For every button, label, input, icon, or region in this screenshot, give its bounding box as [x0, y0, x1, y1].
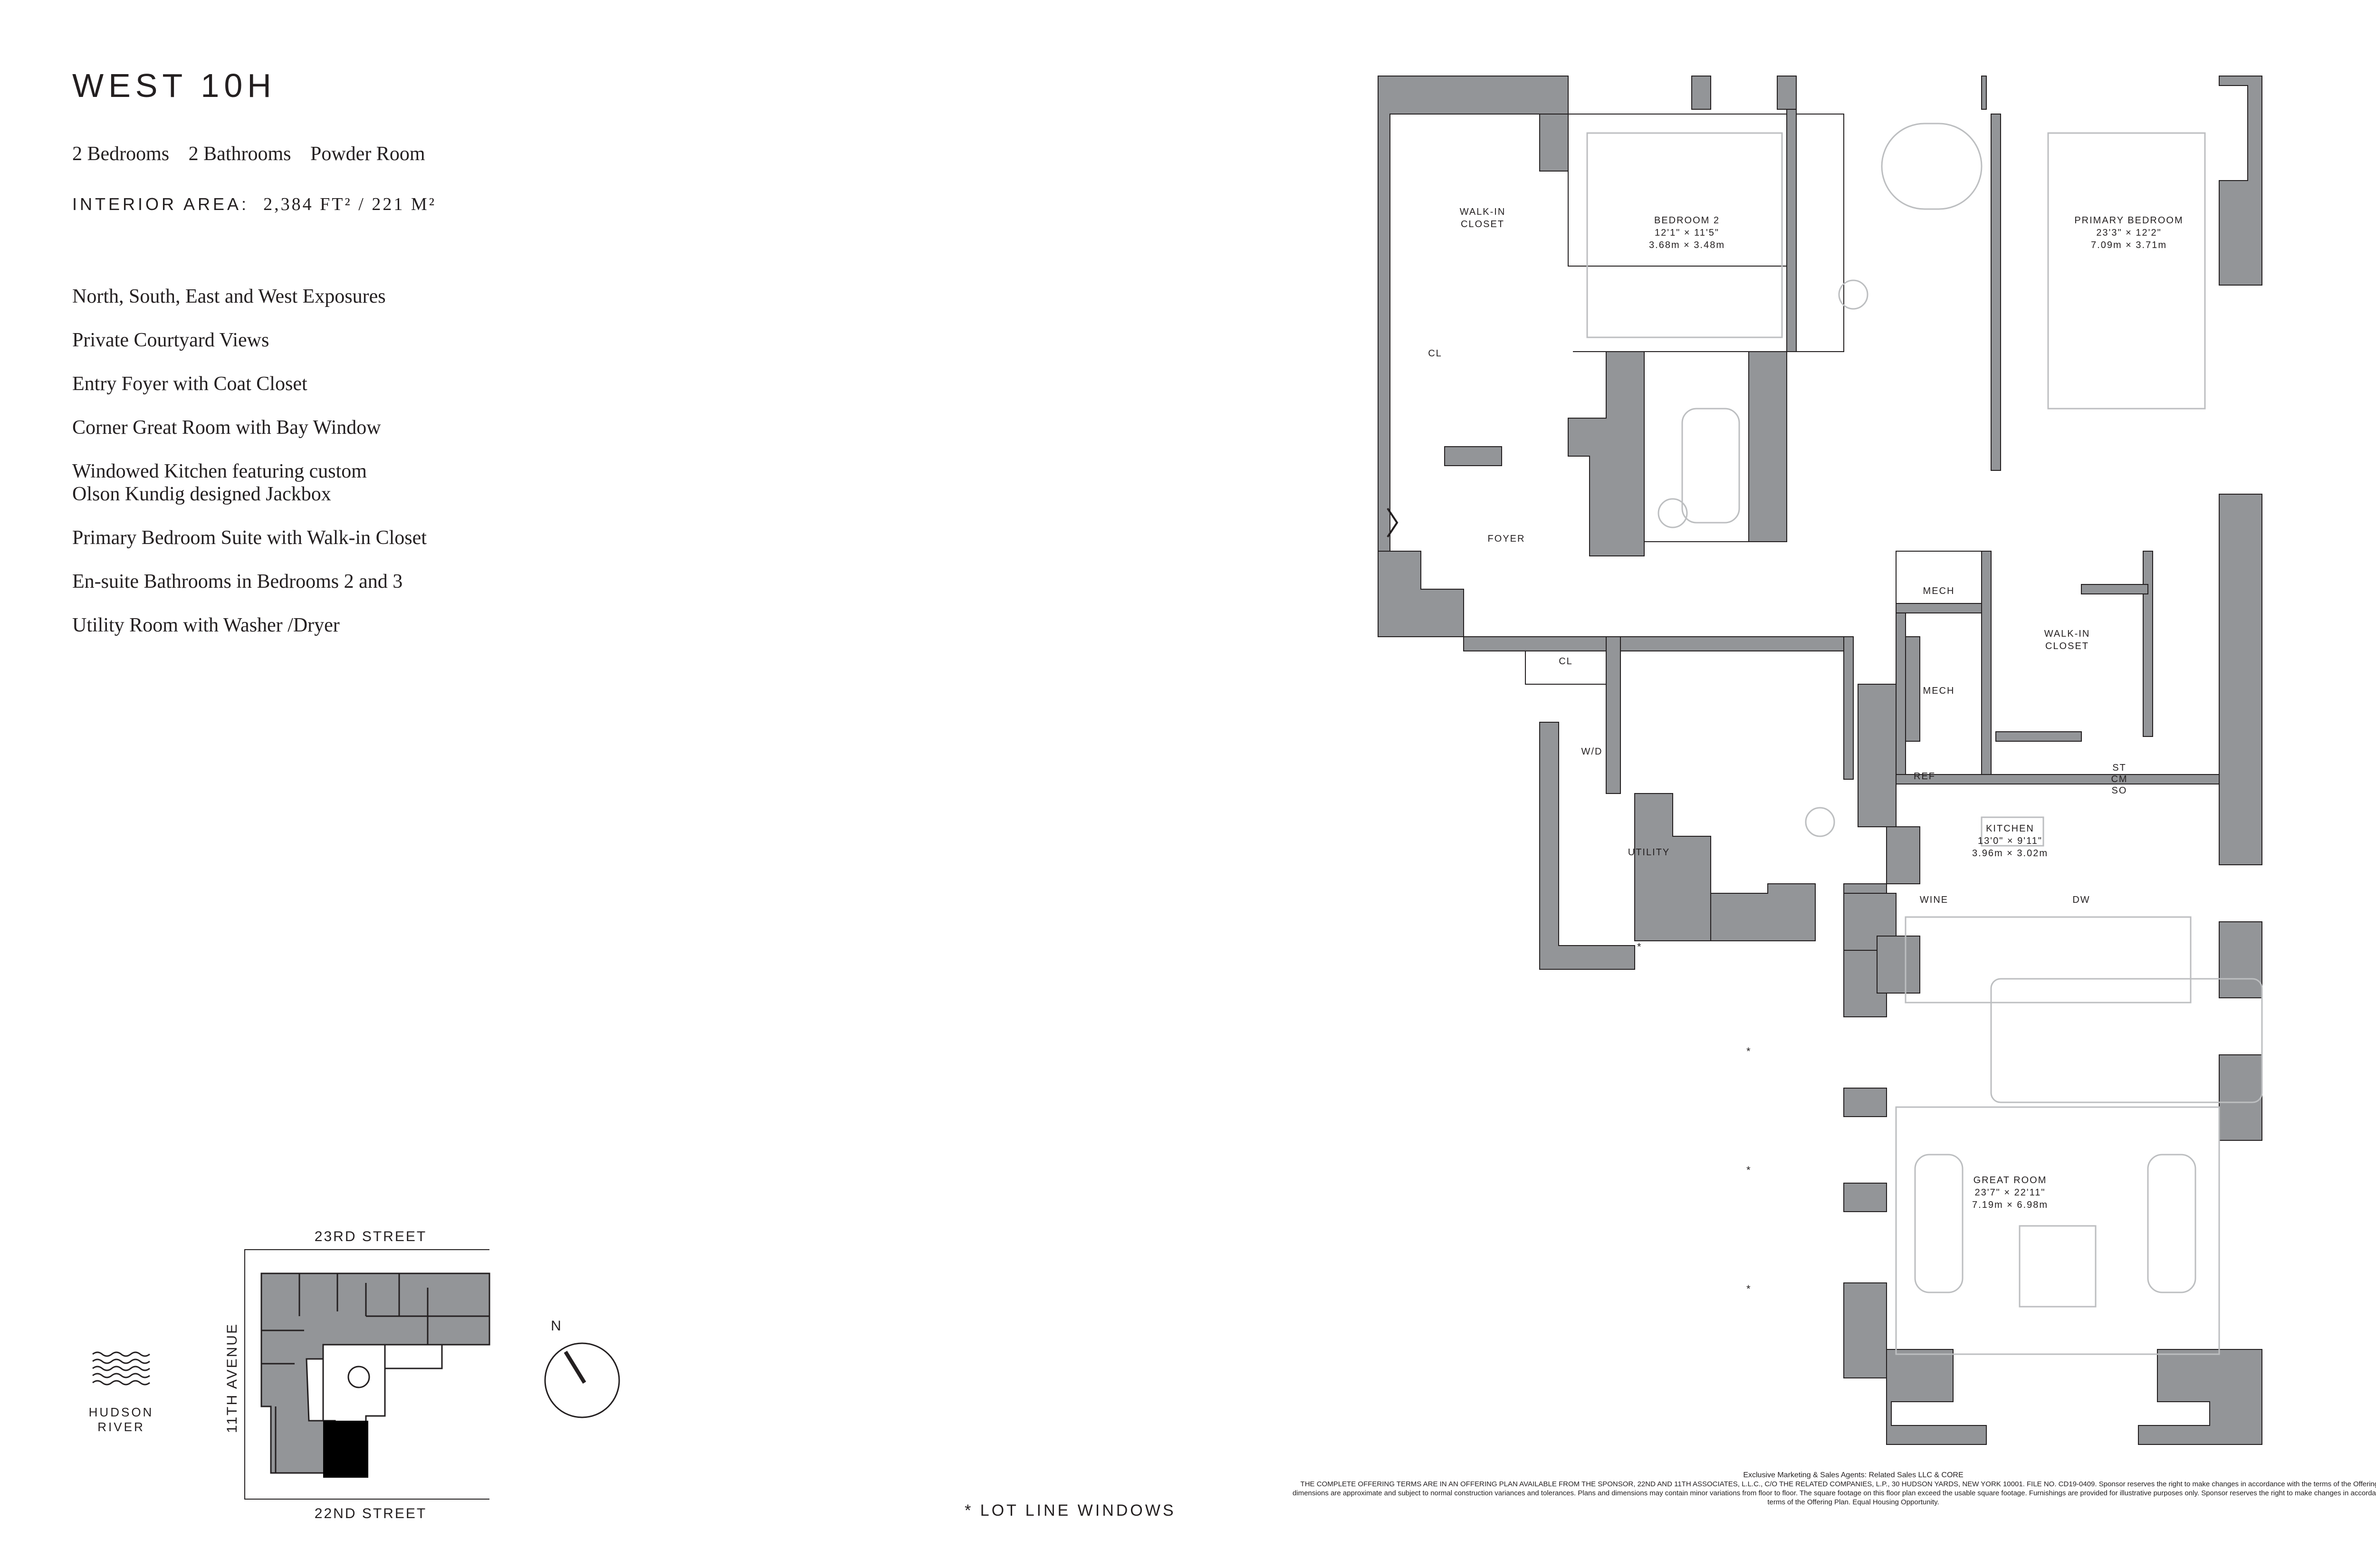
river-label: HUDSON RIVER	[88, 1405, 154, 1434]
unit-title: WEST 10H	[72, 67, 276, 104]
bedroom-2-label: BEDROOM 2	[1654, 215, 1720, 226]
lot-line-marker: *	[1746, 1164, 1751, 1176]
compass-needle-icon	[564, 1350, 586, 1384]
unit-highlight-tail	[335, 1475, 356, 1478]
primary-bedroom-label: PRIMARY BEDROOM	[2074, 215, 2183, 226]
primary-bed	[2047, 132, 2206, 410]
closet-label: CL	[1428, 348, 1442, 359]
walk-in-closet-2-label: WALK-IN	[2044, 629, 2090, 639]
lot-line-markers: * * * *	[1637, 941, 1751, 1295]
great-room-label: GREAT ROOM	[1974, 1175, 2047, 1186]
range-icon	[1981, 816, 2044, 847]
lot-line-marker: *	[1637, 941, 1641, 953]
entry-arrow-icon	[1387, 507, 1399, 538]
rug	[1895, 1106, 2220, 1355]
wine-label: WINE	[1920, 895, 1948, 905]
sofa-left	[1914, 1154, 1964, 1293]
coffee-table	[2019, 1225, 2097, 1308]
sales-agent-line: Exclusive Marketing & Sales Agents: Rela…	[1743, 1471, 1964, 1479]
west-avenue-label: 11TH AVENUE	[224, 1323, 240, 1433]
bathtub-2-icon	[1681, 408, 1740, 524]
compass-n-label: N	[551, 1318, 561, 1334]
walk-in-closet-2-label-2: CLOSET	[2045, 641, 2089, 651]
toilet-2-icon	[1838, 279, 1868, 310]
interior-area-label: INTERIOR AREA:	[72, 194, 249, 214]
key-plan: 23RD STREET 22ND STREET 11TH AVENUE	[224, 1229, 490, 1521]
kitchen-label: KITCHEN	[1986, 823, 2034, 834]
walk-in-closet-label: WALK-IN	[1460, 207, 1506, 217]
feature-item: Private Courtyard Views	[72, 329, 269, 351]
toilet-3-icon	[1657, 498, 1688, 528]
exterior-walls	[1378, 76, 2262, 1445]
powder-room: Powder Room	[310, 143, 425, 165]
sofa-right	[2147, 1154, 2196, 1293]
hudson-river-marker: HUDSON RIVER	[67, 1349, 176, 1434]
feature-item: Utility Room with Washer /Dryer	[72, 614, 340, 636]
unit-highlight	[323, 1421, 368, 1478]
cm-label: CM	[2111, 774, 2127, 784]
key-plan-block-outline	[244, 1249, 489, 1500]
fixtures	[1586, 123, 2263, 1355]
mech-label-2: MECH	[1923, 686, 1955, 696]
bathrooms-count: 2 Bathrooms	[188, 143, 291, 165]
kitchen-dim-ft: 13'0" × 9'11"	[1978, 836, 2042, 846]
lot-line-marker: *	[1746, 1045, 1751, 1057]
floor-plan: WALK-IN CLOSET BEDROOM 2 12'1" × 11'5" 3…	[1378, 76, 2263, 1445]
kitchen-island	[1905, 916, 2192, 1004]
feature-item: North, South, East and West Exposures	[72, 286, 386, 307]
north-street-label: 23RD STREET	[315, 1229, 427, 1244]
st-label: ST	[2112, 763, 2127, 773]
bedroom-2-dim-m: 3.68m × 3.48m	[1649, 240, 1725, 250]
interior-area: INTERIOR AREA: 2,384 FT² / 221 M²	[72, 194, 436, 215]
ref-label: REF	[1914, 771, 1935, 782]
utility-label: UTILITY	[1628, 847, 1670, 858]
north-compass: N	[544, 1318, 620, 1418]
lot-line-marker: *	[1746, 1283, 1751, 1295]
feature-list: North, South, East and West Exposures Pr…	[72, 285, 427, 658]
feature-item: En-suite Bathrooms in Bedrooms 2 and 3	[72, 571, 403, 593]
bed-2	[1586, 132, 1783, 338]
walk-in-closet-label-2: CLOSET	[1461, 219, 1504, 229]
so-label: SO	[2112, 785, 2127, 796]
interior-walls	[1444, 109, 2220, 994]
feature-item: Windowed Kitchen featuring custom Olson …	[72, 460, 367, 505]
bathtub-icon	[1881, 123, 1983, 210]
primary-bedroom-dim-m: 7.09m × 3.71m	[2091, 240, 2167, 250]
legal-disclaimer: Exclusive Marketing & Sales Agents: Rela…	[1293, 1471, 2376, 1507]
room-labels: WALK-IN CLOSET BEDROOM 2 12'1" × 11'5" 3…	[1428, 207, 2183, 1210]
bedroom-2-dim-ft: 12'1" × 11'5"	[1655, 228, 1719, 238]
dishwasher-label: DW	[2072, 895, 2090, 905]
compass-ring	[544, 1342, 620, 1418]
washer-dryer-label: W/D	[1581, 746, 1603, 757]
mech-label: MECH	[1923, 586, 1955, 596]
room-counts: 2 Bedrooms 2 Bathrooms Powder Room	[72, 143, 439, 165]
bedrooms-count: 2 Bedrooms	[72, 143, 170, 165]
kitchen-dim-m: 3.96m × 3.02m	[1972, 848, 2048, 859]
offering-plan-text: THE COMPLETE OFFERING TERMS ARE IN AN OF…	[1293, 1480, 2376, 1506]
feature-item: Corner Great Room with Bay Window	[72, 417, 381, 439]
interior-area-value: 2,384 FT² / 221 M²	[263, 194, 437, 214]
coat-closet-label: CL	[1559, 656, 1573, 667]
dining-table	[1990, 978, 2263, 1103]
toilet-icon	[1805, 807, 1835, 837]
feature-item: Primary Bedroom Suite with Walk-in Close…	[72, 527, 427, 549]
key-plan-building	[260, 1272, 490, 1474]
feature-item: Entry Foyer with Coat Closet	[72, 373, 307, 395]
river-waves-icon	[92, 1351, 150, 1386]
great-room-dim-ft: 23'7" × 22'11"	[1974, 1187, 2045, 1198]
lot-line-note: * LOT LINE WINDOWS	[965, 1501, 1176, 1520]
foyer-label: FOYER	[1488, 534, 1525, 544]
south-street-label: 22ND STREET	[315, 1506, 427, 1521]
primary-bedroom-dim-ft: 23'3" × 12'2"	[2096, 228, 2161, 238]
great-room-dim-m: 7.19m × 6.98m	[1972, 1200, 2048, 1210]
